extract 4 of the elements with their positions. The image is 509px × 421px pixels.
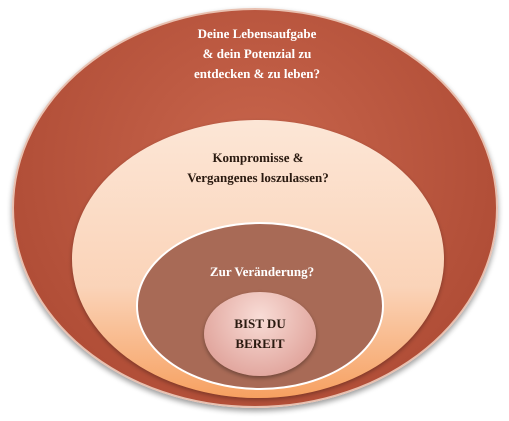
ellipse-label: Kompromisse & Vergangenes loszulassen?	[186, 149, 330, 187]
ellipse-label: Deine Lebensaufgabe & dein Potenzial zu entdecken & zu leben?	[192, 25, 322, 83]
ellipse-label: BIST DU BEREIT	[233, 315, 287, 353]
ellipse-label: Zur Veränderung?	[208, 263, 316, 281]
